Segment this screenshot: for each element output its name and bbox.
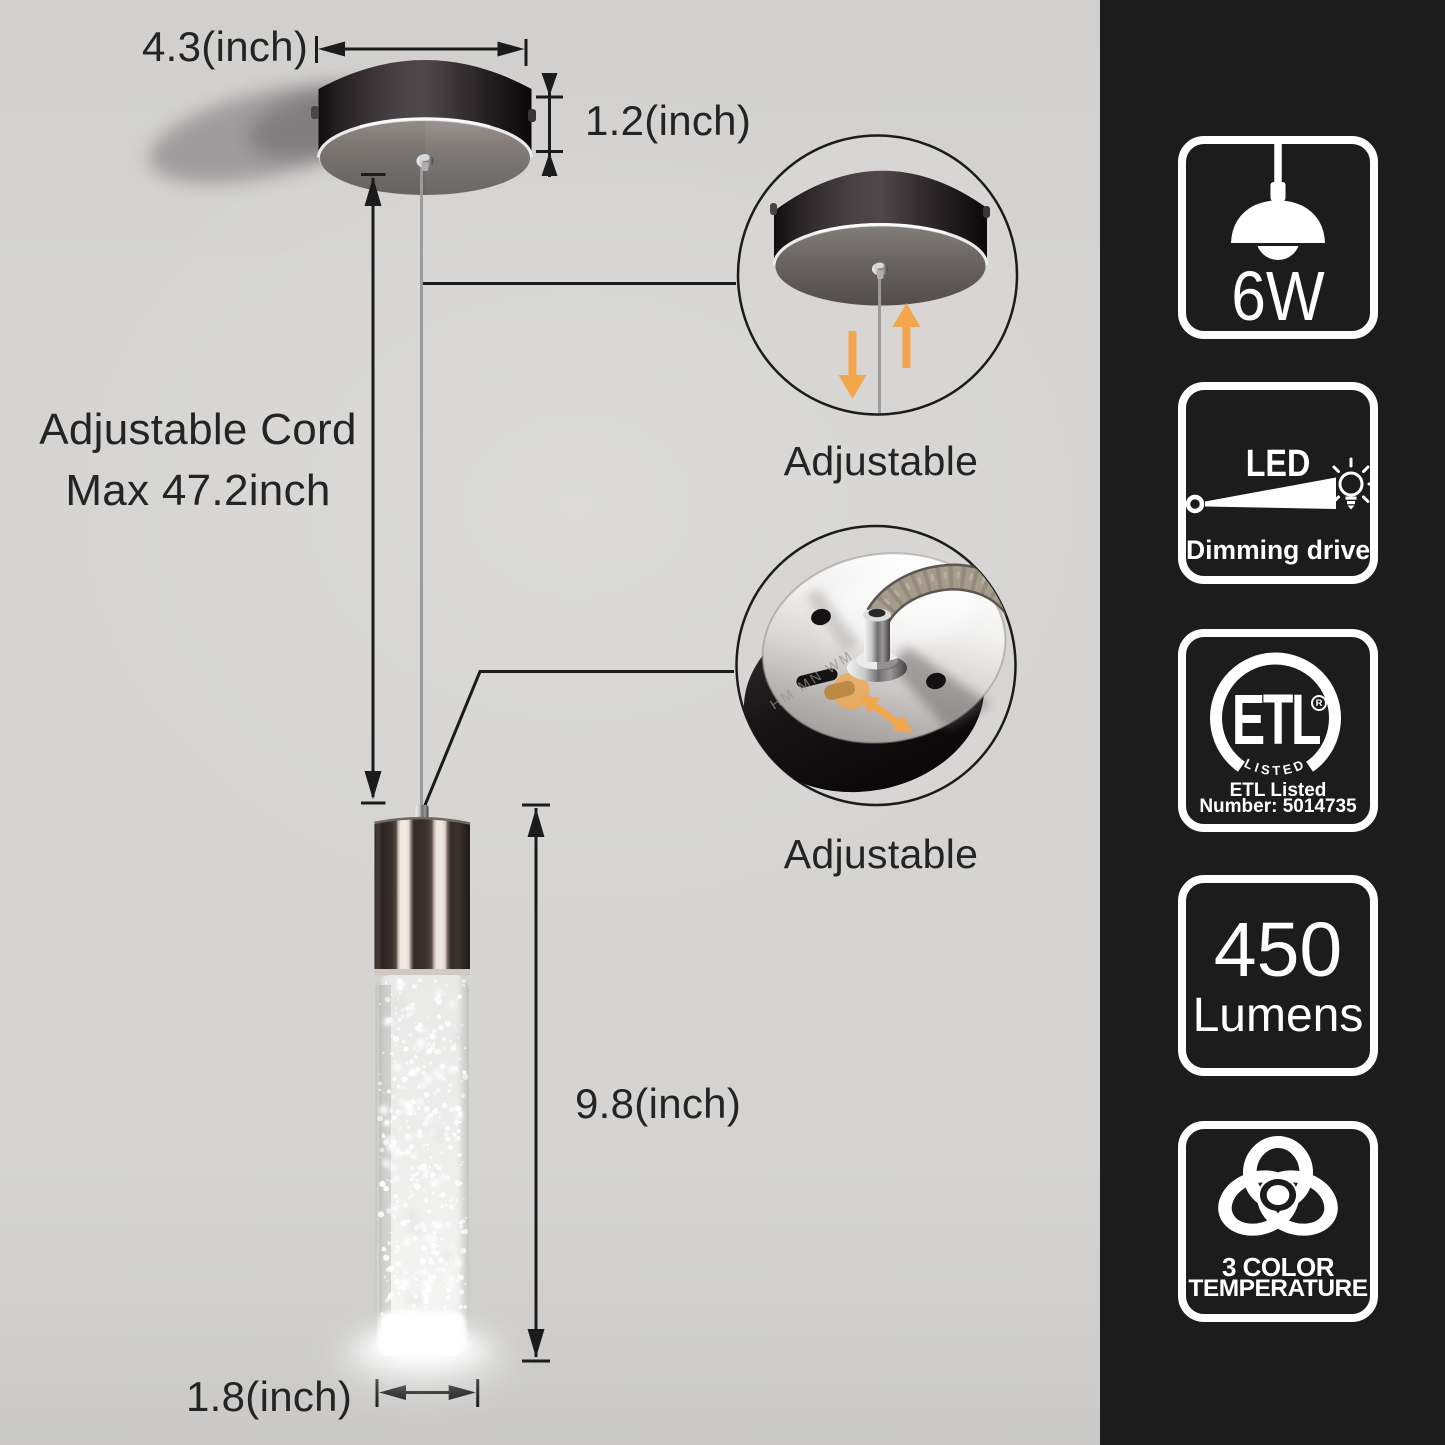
svg-text:ETL: ETL bbox=[1232, 680, 1320, 760]
svg-text:LISTED: LISTED bbox=[1242, 756, 1309, 779]
svg-text:R: R bbox=[1316, 698, 1323, 709]
